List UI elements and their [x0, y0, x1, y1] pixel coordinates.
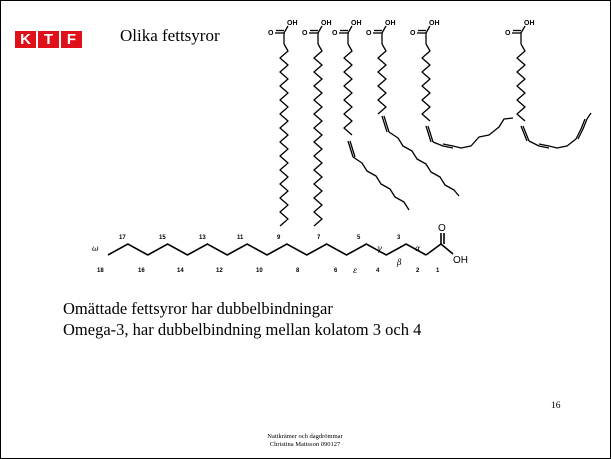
omega-symbol: ω: [92, 244, 99, 253]
body-text: Omättade fettsyror har dubbelbindningar …: [63, 298, 421, 340]
trans-chain: [313, 43, 323, 227]
hydroxyl-bond: [520, 25, 526, 34]
chain-hydroxyl-bond: [440, 243, 454, 255]
carbon-number-above: 17: [119, 235, 126, 241]
carbon-number-below: 12: [216, 268, 223, 274]
carbonyl-oxygen-label: O: [332, 30, 338, 37]
carbon-number-below: 6: [334, 268, 338, 274]
hydroxyl-label: OH: [321, 20, 332, 27]
hydroxyl-bond: [283, 25, 289, 34]
carbon-number-below: 2: [416, 268, 420, 274]
hydroxyl-label: OH: [524, 20, 535, 27]
slide-number: 16: [551, 401, 561, 411]
carbonyl-oxygen-label: O: [366, 30, 372, 37]
carbon-number-below: 18: [97, 268, 104, 274]
linolenic-chain-upper: [421, 43, 431, 122]
hydroxyl-bond: [317, 25, 323, 34]
linolenic-chain-lower: [425, 117, 514, 149]
carbon-number-below: 14: [177, 268, 184, 274]
carbon-number-above: 3: [397, 235, 401, 241]
omega3-chain-lower: [520, 112, 592, 149]
hydroxyl-bond: [381, 25, 387, 34]
carbon-number-above: 7: [317, 235, 321, 241]
greek-letter: γ: [377, 244, 382, 253]
logo-letter-f: F: [61, 31, 82, 48]
carbon-number-below: 8: [296, 268, 300, 274]
footer-line-author: Christina Mattsson 090127: [269, 441, 341, 448]
body-line-unsaturated: Omättade fettsyror har dubbelbindningar: [63, 299, 333, 318]
chain-carbonyl-oxygen: O: [438, 223, 446, 234]
carbon-number-above: 11: [237, 235, 244, 241]
hydroxyl-bond: [347, 25, 353, 34]
ktf-logo: K T F: [15, 31, 82, 48]
hydroxyl-bond: [425, 25, 431, 34]
footer-line-title: Nattkrämer och dagdrömmar: [267, 433, 343, 440]
linoleic-chain-lower: [381, 115, 460, 197]
numbered-fatty-acid-chain: O OH 18 16 14 12 10 8 6 4 2 1 17 15 13 11 9 7 5 3 ω ε γ β α: [92, 223, 468, 275]
slide-title: Olika fettsyror: [120, 26, 220, 45]
carbonyl-oxygen-label: O: [302, 30, 308, 37]
carbon-number-below: 16: [138, 268, 145, 274]
oleic-chain-upper: [343, 43, 353, 136]
numbered-chain-bonds: [107, 243, 427, 256]
oleic-chain-lower: [347, 140, 410, 211]
hydroxyl-label: OH: [351, 20, 362, 27]
greek-letter: β: [396, 258, 402, 267]
chain-c1-bond: [425, 243, 442, 256]
footer: Nattkrämer och dagdrömmar Christina Matt…: [225, 433, 385, 449]
carbon-number-below: 4: [376, 268, 380, 274]
carbon-number-below: 1: [436, 268, 440, 274]
greek-letter: α: [415, 244, 421, 253]
chain-hydroxyl-label: OH: [453, 255, 468, 266]
carbon-number-above: 15: [159, 235, 166, 241]
carbonyl-oxygen-label: O: [410, 30, 416, 37]
logo-letter-k: K: [15, 31, 36, 48]
logo-letter-t: T: [38, 31, 59, 48]
omega3-chain-upper: [516, 43, 526, 122]
carbonyl-oxygen-label: O: [268, 30, 274, 37]
carbon-number-above: 5: [357, 235, 361, 241]
fatty-acid-skeletal-formulas: [275, 25, 592, 227]
greek-letter: ε: [353, 266, 357, 275]
carbon-number-below: 10: [256, 268, 263, 274]
body-line-omega3: Omega-3, har dubbelbindning mellan kolat…: [63, 320, 422, 339]
carbon-number-above: 9: [277, 235, 281, 241]
hydroxyl-label: OH: [287, 20, 298, 27]
linoleic-chain-upper: [377, 43, 387, 115]
carbon-number-above: 13: [199, 235, 206, 241]
hydroxyl-label: OH: [429, 20, 440, 27]
carbonyl-oxygen-label: O: [505, 30, 511, 37]
hydroxyl-label: OH: [385, 20, 396, 27]
saturated-chain: [279, 43, 289, 227]
